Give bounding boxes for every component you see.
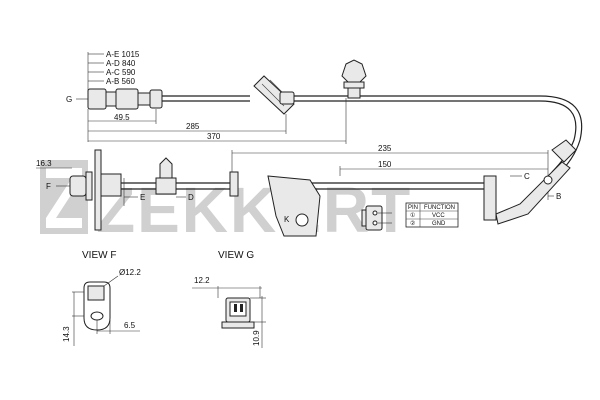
protective-sleeve (229, 171, 239, 197)
bracket-mark: K (284, 215, 290, 224)
zekkert-logo-icon (40, 160, 88, 234)
point-c-label: C (524, 172, 530, 181)
point-g-label: G (66, 95, 72, 104)
length-a-c: A-C 590 (106, 68, 136, 77)
length-a-e: A-E 1015 (106, 50, 140, 59)
pin-header: PIN (408, 205, 418, 211)
pin-1-function: VCC (432, 213, 445, 219)
pin-1: ① (410, 212, 415, 219)
harness-cable-lower (121, 182, 484, 190)
lower-dimensions: 235 150 (231, 144, 549, 200)
function-header: FUNCTION (424, 205, 455, 211)
length-a-d: A-D 840 (106, 59, 136, 68)
dim-370: 370 (207, 132, 221, 141)
dim-49-5: 49.5 (114, 113, 130, 122)
point-e: E (123, 178, 145, 206)
view-g-detail: 12.2 10.9 (192, 276, 266, 348)
zekkert-watermark: ZEKKERT (40, 160, 412, 246)
dim-dia-12-2: Ø12.2 (119, 268, 141, 277)
point-f-label: F (46, 182, 51, 191)
dim-235: 235 (378, 144, 392, 153)
length-a-b: A-B 560 (106, 77, 135, 86)
cable-clip-d: D (155, 157, 194, 202)
watermark-brand: ZEKKERT (96, 174, 412, 246)
point-b-label: B (556, 192, 561, 201)
dim-14-3: 14.3 (62, 326, 71, 342)
cable-grommet (253, 75, 295, 115)
harness-cable-upper (162, 95, 583, 177)
view-f-title: VIEW F (82, 250, 116, 261)
dim-285: 285 (186, 122, 200, 131)
cable-clip-top (341, 59, 367, 99)
point-d-label: D (188, 193, 194, 202)
top-dimensions: 49.5 285 370 (87, 98, 347, 144)
mounting-bracket: K (267, 175, 321, 237)
point-e-label: E (140, 193, 145, 202)
pin-2: ② (410, 220, 415, 227)
point-c: C (510, 172, 530, 181)
dim-6-5: 6.5 (124, 321, 136, 330)
connector-g: G (66, 88, 163, 110)
dim-16-3: 16.3 (36, 159, 52, 168)
view-f-detail: Ø12.2 14.3 6.5 (62, 268, 141, 346)
dim-12-2: 12.2 (194, 276, 210, 285)
length-table: A-E 1015 A-D 840 A-C 590 A-B 560 (87, 50, 140, 96)
sensor-f: 16.3 F (36, 149, 122, 231)
pin-2-function: GND (432, 221, 446, 227)
pin-table: PIN FUNCTION ① VCC ② GND (405, 202, 459, 228)
view-g-title: VIEW G (218, 250, 254, 261)
connector-face (361, 205, 392, 231)
right-bracket: B (483, 139, 577, 225)
dim-10-9: 10.9 (252, 330, 261, 346)
dim-150: 150 (378, 160, 392, 169)
